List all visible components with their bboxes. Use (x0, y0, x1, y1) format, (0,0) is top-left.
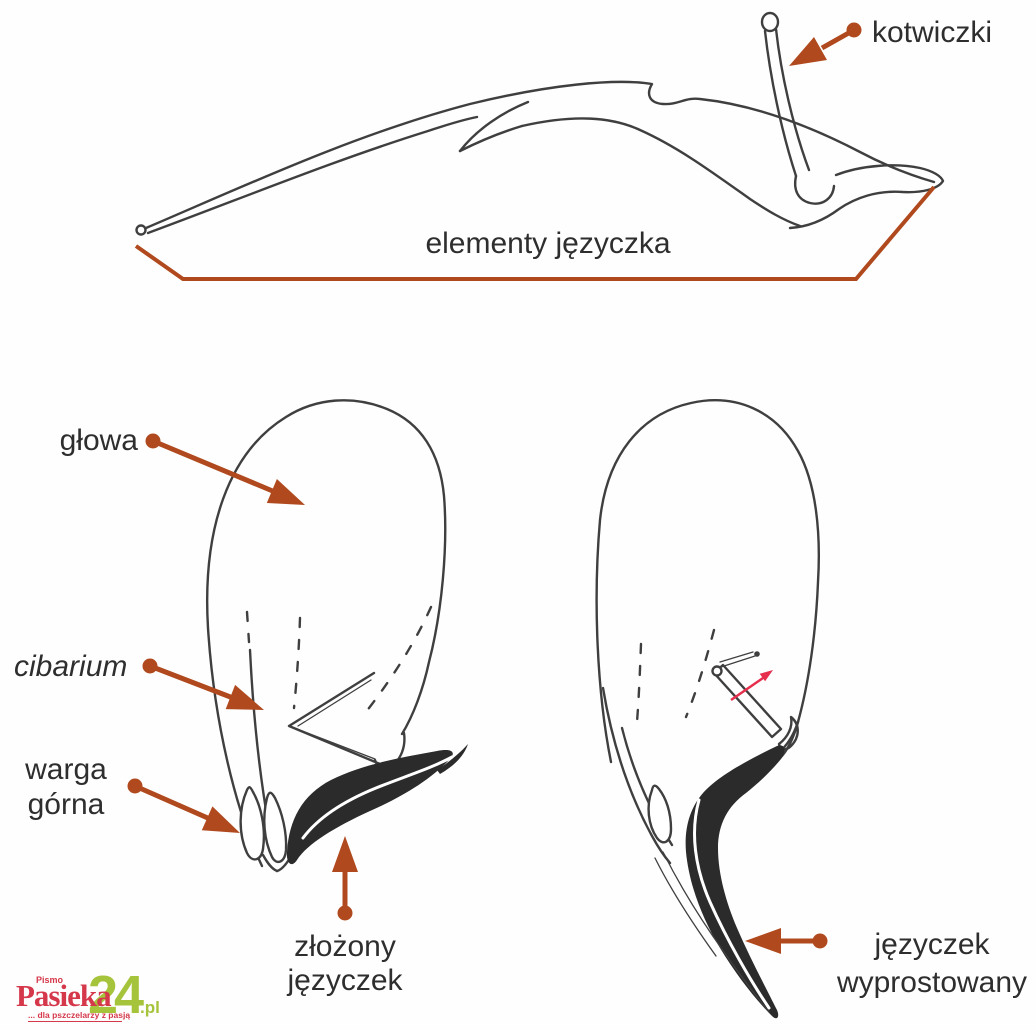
lever-motion-arrow-line (730, 677, 764, 701)
arrow-head (266, 479, 305, 505)
label-warga-gorna: warga górna (10, 752, 122, 822)
lever-rod (712, 663, 783, 739)
label-elementy-jezyczka: elementy języczka (425, 227, 671, 260)
label-glowa: głowa (59, 424, 138, 457)
head-dashed-line-2 (360, 605, 433, 719)
lever-arm-knob (754, 651, 760, 657)
label-zlozony-jezyczek: złożony języczek (245, 930, 445, 998)
label-cibarium: cibarium (14, 650, 128, 683)
jezyczek-wyprostowany-arrow (745, 928, 828, 954)
head-dashed-line-4 (684, 628, 716, 719)
arrow-line (133, 783, 212, 822)
anchor-rod-knob (760, 11, 780, 33)
extended-tongue-groove (693, 798, 771, 1010)
logo-rule (28, 1021, 122, 1022)
cibarium-lever-inner-2 (296, 728, 376, 760)
label-kotwiczki: kotwiczki (872, 16, 993, 49)
anchor-rod-right-edge (774, 27, 811, 172)
logo-number: 24 (88, 965, 144, 1025)
head-dashed-line-1 (292, 616, 302, 710)
right-horn-piece (788, 164, 945, 230)
palpus-line-2 (654, 857, 717, 957)
label-warga-line1: warga (25, 753, 107, 786)
cheek-dashed-line (245, 610, 251, 644)
lever-motion-arrow (730, 670, 773, 701)
anchor-rod-left-edge (763, 29, 798, 178)
arrow-head (745, 928, 781, 954)
pasieka24-logo: 24 Pismo Pasieka .pl ... dla pszczelarzy… (16, 965, 196, 1030)
cheek-line-outer (601, 686, 672, 865)
left-tip-knob (135, 224, 147, 236)
folded-tongue-shape (286, 750, 453, 865)
label-warga-line2: górna (27, 788, 105, 821)
extended-tongue-shape (685, 745, 785, 1019)
arrow-line (149, 663, 234, 701)
proboscis-lower-arc (520, 117, 802, 228)
label-jezyczek-wyprostowany: języczek wyprostowany (832, 926, 1032, 1002)
arrow-head (225, 684, 264, 710)
upper-lip-lobe (647, 784, 673, 844)
proboscis-top-outline (144, 80, 936, 230)
lever-motion-arrow-head (759, 670, 773, 682)
chin-converge-left (261, 853, 279, 873)
label-wyprostowany-line2: wyprostowany (836, 966, 1028, 999)
logo-tld: .pl (140, 998, 160, 1017)
kotwiczki-arrow (789, 22, 862, 66)
logo-wordmark: Pasieka (16, 978, 112, 1013)
upper-lip-petal-1 (239, 786, 266, 861)
head-extended-tongue-drawing (595, 399, 821, 1019)
logo-pismo-text: Pismo (36, 975, 64, 985)
folded-tongue-groove (301, 755, 454, 840)
anchor-rod-foot (794, 174, 836, 205)
cibarium-arrow (142, 658, 264, 710)
lever-arm-upper-2 (719, 651, 754, 663)
arrow-head (201, 806, 240, 833)
label-zlozony-line1: złożony (294, 930, 396, 963)
head-folded-tongue-drawing (206, 399, 468, 873)
arrow-head (332, 836, 358, 872)
upper-lip-petal-2 (263, 791, 288, 864)
head-dashed-line-3 (635, 642, 643, 724)
lever-arm-upper-1 (720, 655, 756, 668)
proboscis-blade-lower-edge (146, 115, 479, 235)
logo-tagline: ... dla pszczelarzy z pasją (28, 1010, 131, 1020)
cibarium-lever (287, 671, 382, 766)
proboscis-fork-notch (458, 100, 530, 153)
palpus-line-1 (662, 851, 770, 1013)
arrow-line (152, 438, 276, 495)
glowa-arrow (145, 433, 305, 505)
proboscis-fork-return (458, 124, 524, 153)
lever-pivot (711, 665, 723, 677)
label-zlozony-line2: języczek (287, 964, 403, 997)
head-outline-left (206, 399, 447, 868)
elements-bracket (134, 185, 936, 281)
head-outline-right (595, 399, 821, 764)
arrow-line (820, 27, 856, 51)
zlozony-jezyczek-arrow (332, 836, 358, 921)
label-wyprostowany-line1: języczek (874, 928, 990, 961)
cibarium-lever-inner-1 (297, 679, 372, 727)
arrow-head (789, 37, 827, 66)
warga-gorna-arrow (127, 778, 240, 833)
folded-tongue-tip (437, 744, 468, 774)
